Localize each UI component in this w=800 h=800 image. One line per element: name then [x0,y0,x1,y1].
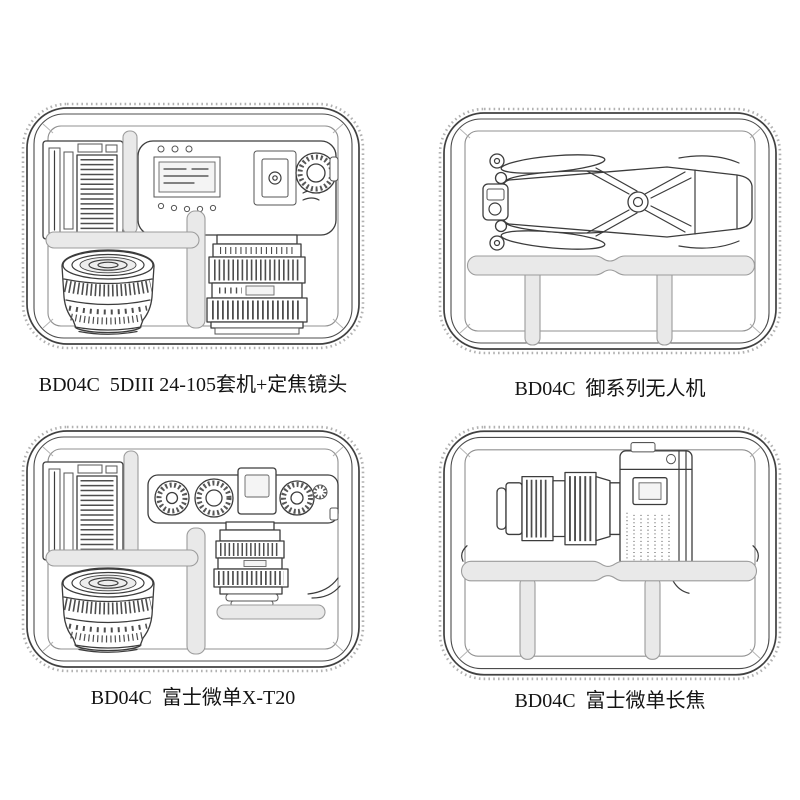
product-caption: BD04C 5DIII 24-105套机+定焦镜头 [38,374,348,396]
padded-dividers [466,255,756,346]
bag-shell [438,425,782,681]
product-figure-dslr-kit: BD04C 5DIII 24-105套机+定焦镜头 [20,101,366,398]
product-caption: BD04C 御系列无人机 [514,378,706,400]
padded-dividers [45,130,206,329]
camera-case-xt20-kit-illustration [21,425,365,673]
padded-dividers [460,560,758,660]
telephoto-camera-icon [461,442,759,594]
prime-lens-icon [61,249,155,335]
camera-case-drone-illustration [438,107,782,355]
product-figure-telephoto: BD04C 富士微单长焦 [437,424,783,714]
mirrorless-camera-icon [147,467,339,607]
product-figure-drone: BD04C 御系列无人机 [437,106,783,402]
fabric-fold-lines [307,577,341,599]
product-caption: BD04C 富士微单X-T20 [90,687,296,709]
camera-case-telephoto-illustration [438,425,782,681]
camera-case-dslr-kit-illustration [21,102,365,350]
flash-charger-icon [42,461,124,561]
flash-charger-icon [42,140,124,240]
product-figure-xt20-kit: BD04C 富士微单X-T20 [20,424,366,711]
folded-drone-icon [482,153,753,251]
dslr-camera-icon [131,140,339,335]
product-caption: BD04C 富士微单长焦 [514,690,706,712]
prime-lens-icon [61,567,155,653]
padded-dividers [45,450,326,655]
